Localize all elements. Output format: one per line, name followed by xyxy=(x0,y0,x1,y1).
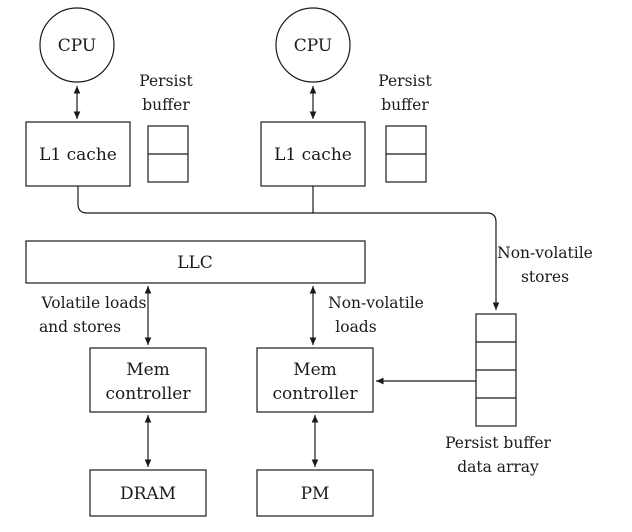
nonvolatile-stores-arrow xyxy=(77,186,500,310)
mem-controller-left-label-1: Mem xyxy=(126,360,170,380)
l1-cache-left: L1 cache xyxy=(25,121,131,187)
cpu-left: CPU xyxy=(39,7,115,83)
llc: LLC xyxy=(25,240,366,284)
pm-label: PM xyxy=(301,484,330,504)
mem-controller-left: Mem controller xyxy=(89,347,207,413)
volatile-ops-label-1: Volatile loads xyxy=(41,294,147,312)
persist-buffer-right-label-2: buffer xyxy=(381,96,429,114)
nonvolatile-stores-label-1: Non-volatile xyxy=(497,244,593,262)
persist-buffer-data-array-label-2: data array xyxy=(457,458,539,476)
volatile-ops-label-2: and stores xyxy=(39,318,121,336)
mem-controller-right: Mem controller xyxy=(256,347,374,413)
mem-controller-right-label-2: controller xyxy=(273,384,359,404)
mem-controller-left-label-2: controller xyxy=(106,384,192,404)
nonvolatile-loads-label-2: loads xyxy=(335,318,376,336)
cpu-right-label: CPU xyxy=(294,36,332,56)
persist-buffer-left-label-2: buffer xyxy=(142,96,190,114)
persist-buffer-left: Persist buffer xyxy=(139,72,193,183)
persist-buffer-left-label-1: Persist xyxy=(139,72,193,90)
llc-label: LLC xyxy=(177,253,213,273)
persist-buffer-right: Persist buffer xyxy=(378,72,432,183)
dram-label: DRAM xyxy=(120,484,176,504)
dram: DRAM xyxy=(89,469,207,517)
mem-controller-right-label-1: Mem xyxy=(293,360,337,380)
pm: PM xyxy=(256,469,374,517)
nonvolatile-stores-label-2: stores xyxy=(521,268,569,286)
cpu-left-label: CPU xyxy=(58,36,96,56)
l1-cache-right-label: L1 cache xyxy=(274,145,352,165)
persist-buffer-data-array xyxy=(475,313,517,427)
cpu-right: CPU xyxy=(275,7,351,83)
persist-buffer-data-array-label-1: Persist buffer xyxy=(445,434,551,452)
persist-buffer-right-label-1: Persist xyxy=(378,72,432,90)
l1-cache-left-label: L1 cache xyxy=(39,145,117,165)
nonvolatile-loads-label-1: Non-volatile xyxy=(328,294,424,312)
l1-cache-right: L1 cache xyxy=(260,121,366,187)
